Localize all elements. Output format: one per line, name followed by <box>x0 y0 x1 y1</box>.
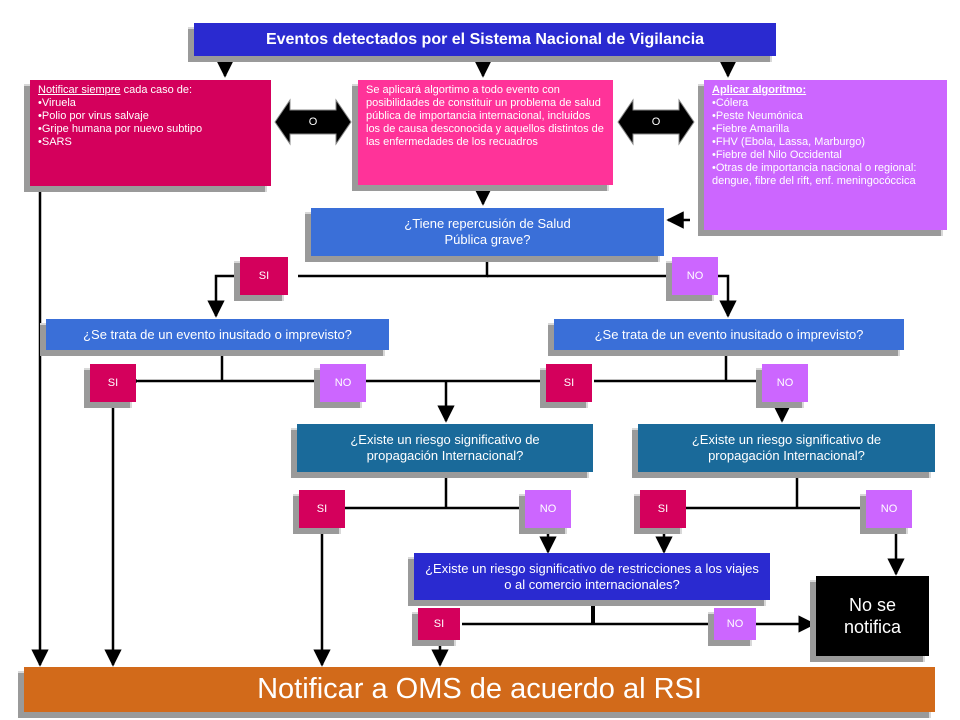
no-badge: NO <box>714 608 756 640</box>
notify-always-list: Viruela Polio por virus salvaje Gripe hu… <box>38 97 263 149</box>
no-badge: NO <box>866 490 912 528</box>
list-item: Cólera <box>712 97 939 110</box>
list-item: Fiebre Amarilla <box>712 123 939 136</box>
notify-always-title: Notificar siempre cada caso de: <box>38 84 193 96</box>
yes-badge: SI <box>299 490 345 528</box>
notify-always-box: Notificar siempre cada caso de: Viruela … <box>30 80 271 186</box>
list-item: Gripe humana por nuevo subtipo <box>38 123 263 136</box>
yes-badge: SI <box>640 490 686 528</box>
no-badge: NO <box>320 364 366 402</box>
list-item: SARS <box>38 136 263 149</box>
list-item: Fiebre del Nilo Occidental <box>712 149 939 162</box>
q-unusual-event-left: ¿Se trata de un evento inusitado o impre… <box>46 319 389 350</box>
apply-algorithm-box: Aplicar algoritmo: Cólera Peste Neumónic… <box>704 80 947 230</box>
yes-badge: SI <box>240 257 288 295</box>
or-label-left: O <box>308 116 318 128</box>
algorithm-all-events-box: Se aplicará algortimo a todo evento con … <box>358 80 613 185</box>
no-badge: NO <box>762 364 808 402</box>
q-public-health-impact: ¿Tiene repercusión de Salud Pública grav… <box>311 208 664 256</box>
notify-who-box: Notificar a OMS de acuerdo al RSI <box>24 667 935 712</box>
list-item: FHV (Ebola, Lassa, Marburgo) <box>712 136 939 149</box>
no-badge: NO <box>525 490 571 528</box>
list-item: Polio por virus salvaje <box>38 110 263 123</box>
yes-badge: SI <box>546 364 592 402</box>
list-item: Peste Neumónica <box>712 110 939 123</box>
not-notified-box: No se notifica <box>816 576 929 656</box>
no-badge: NO <box>672 257 718 295</box>
algorithm-all-events-text: Se aplicará algortimo a todo evento con … <box>366 84 604 148</box>
header-box: Eventos detectados por el Sistema Nacion… <box>194 23 776 56</box>
notify-who-text: Notificar a OMS de acuerdo al RSI <box>257 673 702 705</box>
q-travel-trade-restrictions: ¿Existe un riesgo significativo de restr… <box>414 553 770 600</box>
apply-algorithm-list: Cólera Peste Neumónica Fiebre Amarilla F… <box>712 97 939 188</box>
q-international-spread-right: ¿Existe un riesgo significativo de propa… <box>638 424 935 472</box>
or-label-right: O <box>651 116 661 128</box>
yes-badge: SI <box>90 364 136 402</box>
q1-split <box>298 256 489 278</box>
q-public-health-impact-text: ¿Tiene repercusión de Salud Pública grav… <box>404 216 571 247</box>
apply-algorithm-title: Aplicar algoritmo: <box>712 84 807 96</box>
header-text: Eventos detectados por el Sistema Nacion… <box>265 30 705 48</box>
yes-badge: SI <box>418 608 460 640</box>
q-international-spread-left: ¿Existe un riesgo significativo de propa… <box>297 424 593 472</box>
q-unusual-event-right: ¿Se trata de un evento inusitado o impre… <box>554 319 904 350</box>
q1-no-branch <box>718 274 737 318</box>
list-item: Otras de importancia nacional o regional… <box>712 162 939 188</box>
list-item: Viruela <box>38 97 263 110</box>
q1-si-branch <box>207 274 240 318</box>
